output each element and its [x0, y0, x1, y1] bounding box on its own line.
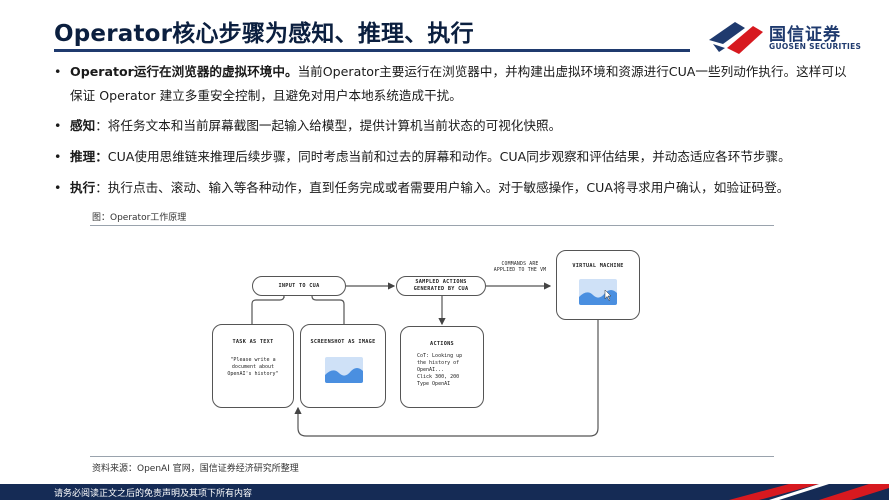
sampled-actions-label-line2: GENERATED BY CUA	[413, 286, 469, 292]
connector-screenshot-to-input	[311, 295, 345, 324]
bullet-text: CUA使用思维链来推理后续步骤，同时考虑当前和过去的屏幕和动作。CUA同步观察和…	[107, 149, 791, 164]
input-to-cua-label: INPUT TO CUA	[278, 282, 320, 289]
screenshot-image-icon	[325, 357, 363, 383]
task-as-text-box: TASK AS TEXT "Please write a document ab…	[212, 324, 294, 408]
virtual-machine-title: VIRTUAL MACHINE	[572, 263, 624, 269]
bullet-text: 当前Operator主要运行在浏览器中，并构建出虚拟环境和资源进行CUA一些列动…	[70, 64, 847, 103]
bullet-lead: Operator运行在浏览器的虚拟环境中。	[70, 64, 298, 79]
bullet-dot: •	[54, 118, 62, 133]
bullet-lead: 推理：	[70, 149, 108, 164]
page-title: Operator核心步骤为感知、推理、执行	[54, 21, 474, 47]
screenshot-as-image-box: SCREENSHOT AS IMAGE	[300, 324, 386, 408]
figure-bottom-rule	[90, 456, 774, 457]
logo-name-en: GUOSEN SECURITIES	[769, 42, 862, 51]
diagram-connectors	[251, 282, 599, 437]
input-to-cua-pill: INPUT TO CUA	[252, 276, 346, 296]
connector-vm-loop	[294, 320, 599, 437]
figure-top-rule	[90, 225, 774, 226]
footer-disclaimer: 请务必阅读正文之后的免责声明及其项下所有内容	[54, 489, 253, 499]
actions-title: ACTIONS	[430, 341, 454, 347]
bullet-item: • 感知：将任务文本和当前屏幕截图一起输入给模型，提供计算机当前状态的可视化快照…	[54, 114, 854, 138]
actions-box: ACTIONS CoT: Looking up the history of O…	[400, 326, 484, 408]
guosen-logo-icon	[709, 22, 763, 54]
bullet-item: • 执行：执行点击、滚动、输入等各种动作，直到任务完成或者需要用户输入。对于敏感…	[54, 176, 854, 200]
bullet-text: ：执行点击、滚动、输入等各种动作，直到任务完成或者需要用户输入。对于敏感操作，C…	[95, 180, 790, 195]
footer-bar: 请务必阅读正文之后的免责声明及其项下所有内容	[0, 484, 889, 500]
operator-diagram: INPUT TO CUA SAMPLED ACTIONS GENERATED B…	[180, 230, 680, 452]
sampled-actions-label-line1: SAMPLED ACTIONS	[415, 279, 467, 285]
bullet-dot: •	[54, 149, 62, 164]
bullet-lead: 执行	[70, 180, 96, 195]
figure-source: 资料来源：OpenAI 官网，国信证券经济研究所整理	[92, 464, 299, 474]
company-logo: 国信证券 GUOSEN SECURITIES	[705, 18, 861, 56]
logo-name-cn: 国信证券	[769, 25, 841, 45]
bullet-item: • Operator运行在浏览器的虚拟环境中。当前Operator主要运行在浏览…	[54, 60, 854, 108]
commands-label-line1: COMMANDS ARE	[501, 262, 539, 267]
connector-task-to-input	[251, 295, 285, 324]
task-as-text-title: TASK AS TEXT	[232, 339, 274, 345]
bullet-item: • 推理：CUA使用思维链来推理后续步骤，同时考虑当前和过去的屏幕和动作。CUA…	[54, 145, 854, 169]
bullet-text: ：将任务文本和当前屏幕截图一起输入给模型，提供计算机当前状态的可视化快照。	[95, 118, 562, 133]
commands-label-line2: APPLIED TO THE VM	[493, 268, 547, 273]
actions-body: CoT: Looking up the history of OpenAI...…	[417, 353, 463, 387]
vm-screen-image-icon	[579, 279, 617, 305]
figure-caption: 图：Operator工作原理	[92, 213, 187, 223]
bullet-dot: •	[54, 64, 62, 79]
bullet-lead: 感知	[70, 118, 96, 133]
footer-accent-stripes	[729, 484, 889, 500]
bullet-list: • Operator运行在浏览器的虚拟环境中。当前Operator主要运行在浏览…	[54, 60, 854, 200]
virtual-machine-box: VIRTUAL MACHINE	[556, 250, 640, 320]
sampled-actions-pill: SAMPLED ACTIONS GENERATED BY CUA	[396, 276, 486, 296]
bullet-dot: •	[54, 180, 62, 195]
screenshot-as-image-title: SCREENSHOT AS IMAGE	[310, 339, 376, 345]
task-as-text-body: "Please write a document about OpenAI's …	[227, 357, 279, 377]
commands-label: COMMANDS ARE APPLIED TO THE VM	[480, 262, 560, 274]
title-underline	[54, 49, 690, 52]
